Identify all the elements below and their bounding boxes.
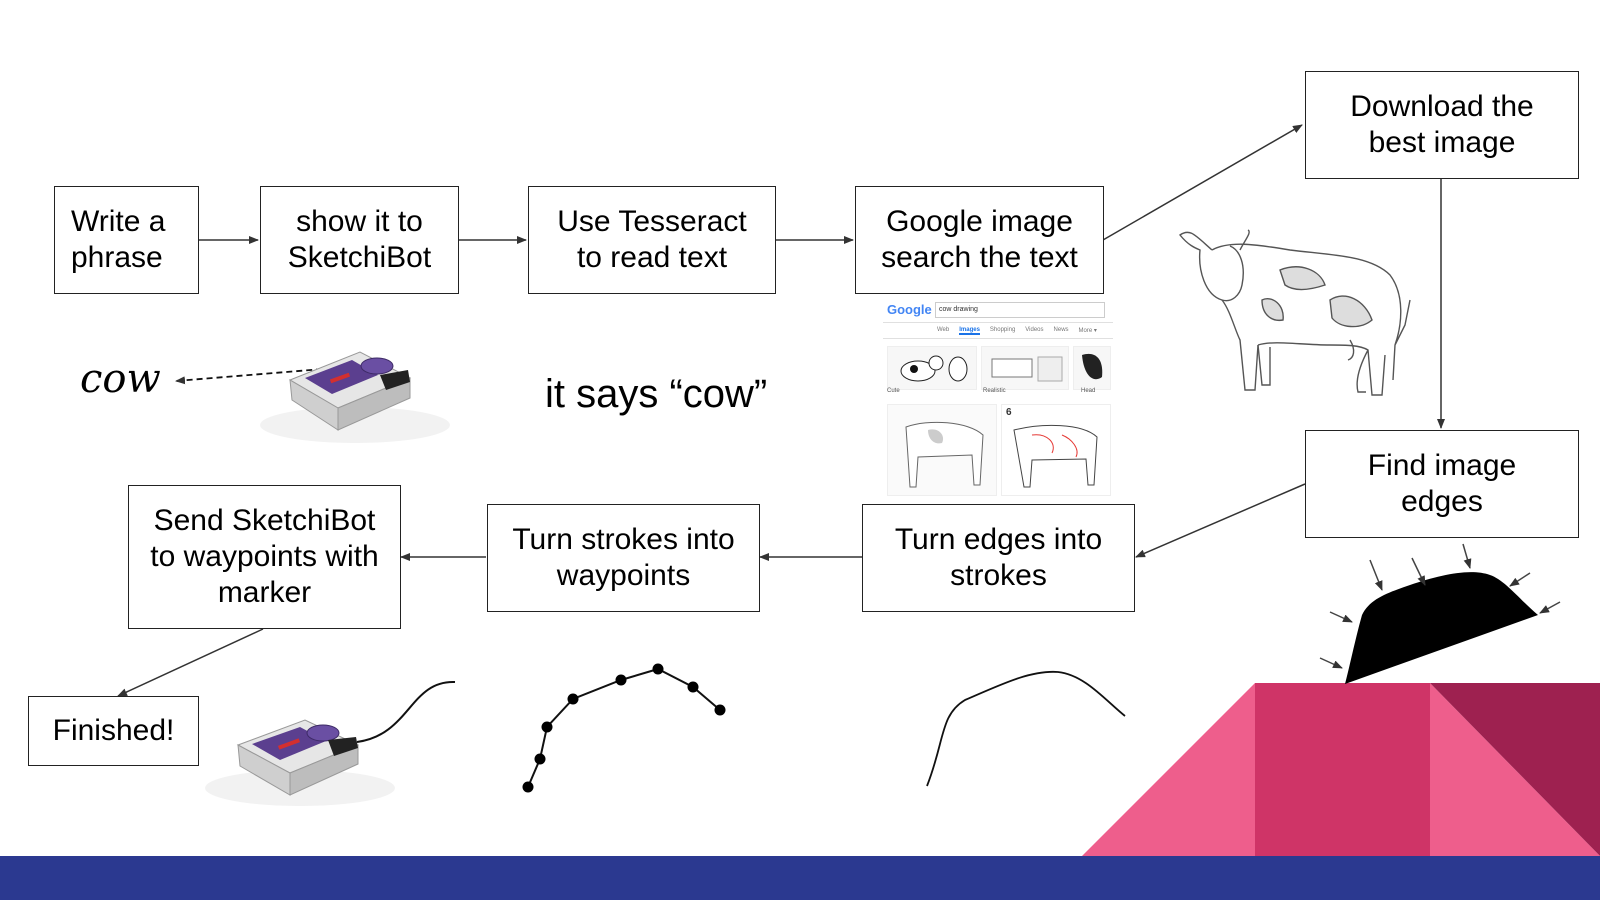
step-download-image-label: Download the best image: [1350, 90, 1534, 159]
google-tab: News: [1053, 327, 1069, 333]
google-result-image: 6: [1001, 404, 1111, 496]
step-write-phrase: Write a phrase: [54, 186, 199, 294]
waypoint-dot: [534, 753, 546, 765]
step-finished-label: Finished!: [52, 714, 175, 747]
step-show-sketchibot-label: show it to SketchiBot: [287, 205, 432, 274]
waypoint-dot: [687, 681, 699, 693]
handwritten-cow-word: cow: [80, 356, 161, 402]
google-tab: Shopping: [989, 327, 1016, 333]
arrow-send-to-finished: [117, 628, 264, 697]
step-google-search: Google image search the text: [855, 186, 1104, 294]
sketchibot-robot-icon: [260, 351, 450, 443]
waypoints-illustration: [522, 663, 726, 793]
waypoint-dot: [714, 704, 726, 716]
step-strokes-to-waypoints: Turn strokes into waypoints: [487, 504, 760, 612]
waypoint-dot: [541, 721, 553, 733]
step-strokes-to-waypoints-label: Turn strokes into waypoints: [512, 523, 735, 592]
arrow-edges-to-strokes: [1135, 483, 1306, 558]
ocr-result-caption: it says “cow”: [545, 372, 768, 416]
google-search-screenshot: Google cow drawing Web Images Shopping V…: [883, 300, 1113, 498]
google-chip-thumb: [1073, 346, 1111, 390]
step-show-sketchibot: show it to SketchiBot: [260, 186, 459, 294]
google-chip-label: Cute: [887, 388, 900, 394]
google-result-badge: 6: [1006, 407, 1012, 418]
step-write-phrase-label: Write a phrase: [71, 205, 166, 274]
waypoint-dot: [615, 674, 627, 686]
sketchibot-drawing-robot-icon: [205, 680, 456, 806]
edge-detection-illustration: [1319, 543, 1561, 684]
google-tab: Web: [937, 327, 950, 333]
step-finished: Finished!: [28, 696, 199, 766]
step-edges-to-strokes: Turn edges into strokes: [862, 504, 1135, 612]
google-search-box: cow drawing: [935, 302, 1105, 318]
step-google-search-label: Google image search the text: [881, 205, 1078, 274]
google-logo: Google: [887, 302, 932, 317]
google-tab: Videos: [1025, 327, 1044, 333]
google-chip-thumb: [887, 346, 977, 390]
waypoint-dot: [522, 781, 534, 793]
decor-triangle-left: [1082, 683, 1255, 856]
google-result-image: [887, 404, 997, 496]
stroke-illustration: [926, 670, 1126, 787]
step-edges-to-strokes-label: Turn edges into strokes: [894, 523, 1103, 592]
step-find-edges: Find image edges: [1305, 430, 1579, 538]
cow-drawing-image: [1178, 229, 1411, 396]
step-find-edges-label: Find image edges: [1367, 449, 1517, 518]
google-chip-thumb: [981, 346, 1069, 390]
google-chip-label: Realistic: [983, 388, 1006, 394]
step-use-tesseract-label: Use Tesseract to read text: [557, 205, 747, 274]
google-tab-active: Images: [959, 327, 980, 335]
decor-triangle-dark: [1430, 683, 1600, 856]
footer-bar: [0, 856, 1600, 900]
decor-block-center: [1255, 683, 1430, 856]
google-chip-label: Head: [1081, 388, 1096, 394]
waypoint-dot: [567, 693, 579, 705]
step-download-image: Download the best image: [1305, 71, 1579, 179]
waypoint-dot: [652, 663, 664, 675]
step-use-tesseract: Use Tesseract to read text: [528, 186, 776, 294]
google-tab-bar: Web Images Shopping Videos News More ▾: [937, 327, 1097, 335]
google-tab: More ▾: [1078, 328, 1097, 334]
step-send-sketchibot: Send SketchiBot to waypoints with marker: [128, 485, 401, 629]
arrow-google-to-download: [1102, 124, 1303, 241]
step-send-sketchibot-label: Send SketchiBot to waypoints with marker: [150, 504, 379, 609]
